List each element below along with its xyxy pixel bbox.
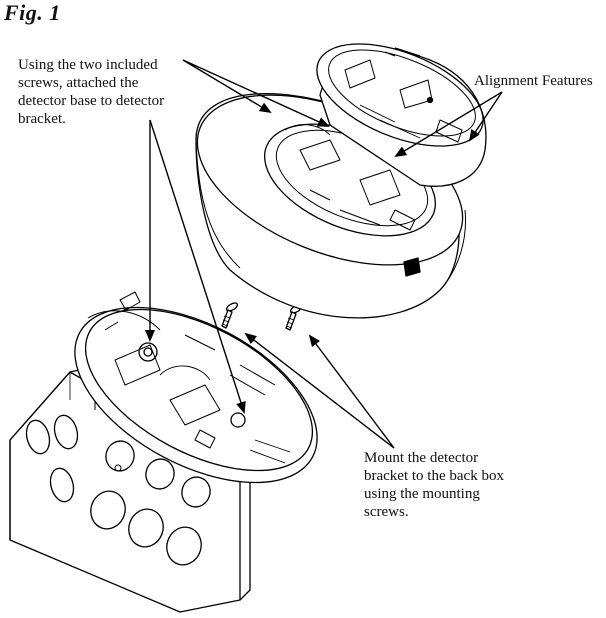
- callout-screws-line-2: screws, attached the: [18, 75, 139, 91]
- detector-base: [316, 43, 487, 187]
- callout-mount-line-4: screws.: [364, 504, 409, 520]
- detector-bracket: [74, 291, 318, 484]
- mounting-screw-left: [221, 302, 239, 329]
- callout-mount: Mount the detector bracket to the back b…: [364, 449, 539, 521]
- back-box: [9, 367, 251, 613]
- callout-alignment-features: Alignment Features: [474, 73, 593, 89]
- callout-mount-line-3: using the mounting: [364, 486, 480, 502]
- callout-mount-line-1: Mount the detector: [364, 450, 479, 466]
- leader-lines: [145, 59, 503, 449]
- callout-mount-line-2: bracket to the back box: [364, 468, 504, 484]
- callout-screws: Using the two included screws, attached …: [18, 56, 193, 128]
- callout-screws-line-3: detector base to detector: [18, 93, 165, 109]
- callout-screws-line-1: Using the two included: [18, 57, 158, 73]
- callout-screws-line-4: bracket.: [18, 111, 66, 127]
- figure-title: Fig. 1: [4, 0, 61, 25]
